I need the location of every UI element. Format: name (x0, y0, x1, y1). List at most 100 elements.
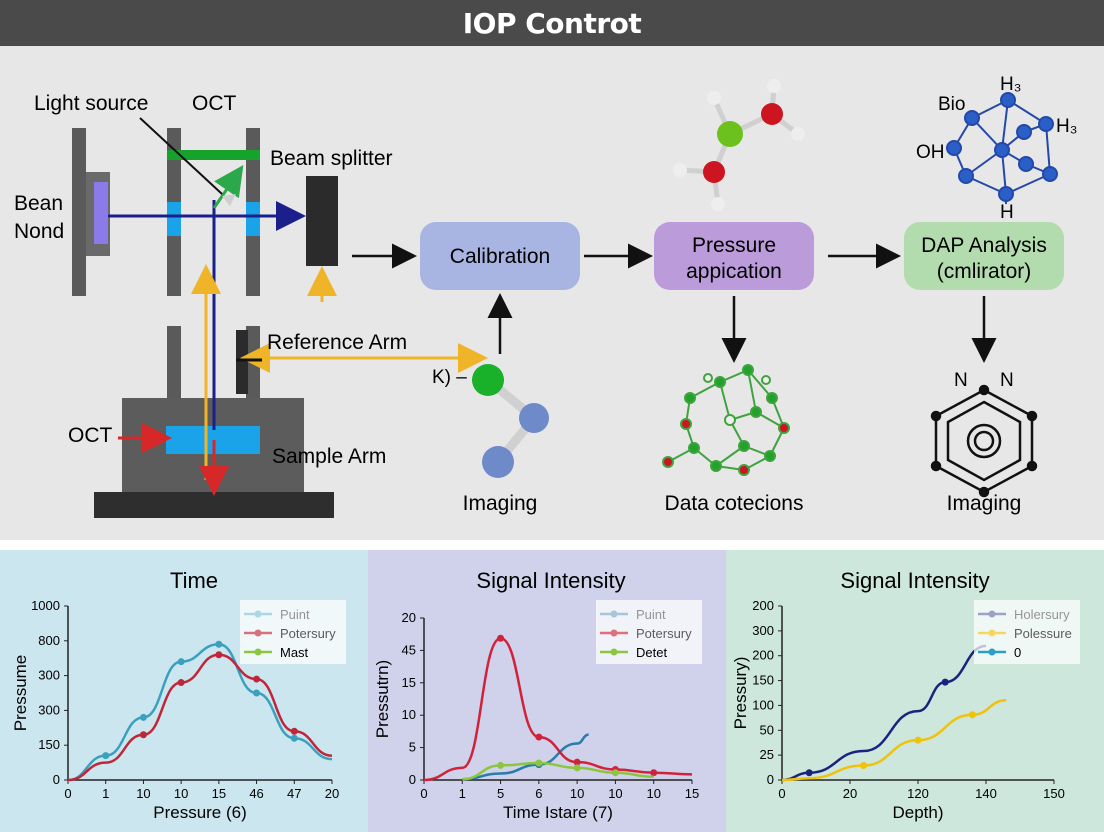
label-bean: Bean (14, 192, 63, 215)
reference-mirror (236, 330, 248, 394)
caption-imaging-right: Imaging (947, 492, 1022, 515)
mol-label-n-right: N (1000, 370, 1014, 391)
label-beam-splitter: Beam splitter (270, 147, 393, 170)
series-line (67, 653, 333, 782)
y-tick-label: 15 (402, 675, 416, 690)
x-tick-label: 10 (174, 786, 188, 801)
mol-label-h: H (1000, 202, 1014, 223)
detector-block (306, 176, 338, 266)
series-line (462, 761, 654, 781)
y-tick-label: 100 (752, 697, 774, 712)
data-point (497, 761, 505, 769)
caption-imaging-left: Imaging (463, 492, 538, 515)
x-tick-label: 150 (1043, 786, 1065, 801)
pressure-label-line2: appication (686, 260, 782, 283)
data-point (611, 769, 619, 777)
data-point (253, 689, 261, 697)
legend-label: Polessure (1014, 626, 1072, 641)
legend-marker (254, 610, 262, 618)
y-tick-label: 0 (53, 772, 60, 787)
data-point (253, 675, 261, 683)
data-point (290, 727, 298, 735)
y-tick-label: 150 (752, 673, 774, 688)
dap-label-line1: DAP Analysis (921, 234, 1047, 257)
x-tick-label: 5 (497, 786, 504, 801)
legend-marker (610, 648, 618, 656)
x-axis-label: Pressure (6) (153, 803, 247, 822)
data-point (177, 658, 185, 666)
label-sample-arm: Sample Arm (272, 445, 386, 468)
y-tick-label: 300 (752, 623, 774, 638)
label-oct-top: OCT (192, 92, 237, 115)
y-tick-label: 50 (760, 722, 774, 737)
calibration-box (420, 222, 580, 290)
x-tick-label: 46 (249, 786, 263, 801)
data-point (215, 640, 223, 648)
x-tick-label: 1 (459, 786, 466, 801)
data-point (650, 769, 658, 777)
legend-marker (988, 610, 996, 618)
data-point (215, 651, 223, 659)
y-tick-label: 300 (38, 702, 60, 717)
legend-marker (988, 648, 996, 656)
pressure-label-line1: Pressure (692, 234, 776, 257)
x-tick-label: 10 (608, 786, 622, 801)
y-tick-label: 25 (760, 747, 774, 762)
x-tick-label: 140 (975, 786, 997, 801)
legend-label: Holersury (1014, 607, 1070, 622)
beam-splitter-bar (167, 150, 260, 160)
data-point (941, 678, 949, 686)
x-tick-label: 0 (420, 786, 427, 801)
data-point (177, 679, 185, 687)
legend-marker (254, 629, 262, 637)
legend-marker (610, 629, 618, 637)
legend-label: Potersury (280, 626, 336, 641)
series-line (67, 643, 333, 782)
y-tick-label: 0 (409, 772, 416, 787)
legend-label: Puint (280, 607, 310, 622)
x-axis-label: Time Istare (7) (503, 803, 613, 822)
light-emitter (94, 182, 108, 244)
x-tick-label: 0 (778, 786, 785, 801)
legend-label: Detet (636, 645, 667, 660)
label-ko: K) – (432, 367, 467, 388)
label-reference-arm: Reference Arm (267, 331, 407, 354)
mol-label-h3-right: H₃ (1056, 116, 1077, 137)
x-tick-label: 10 (136, 786, 150, 801)
y-tick-label: 5 (409, 740, 416, 755)
pressure-application-box (654, 222, 814, 290)
x-tick-label: 20 (325, 786, 339, 801)
data-point (535, 759, 543, 767)
legend-label: Puint (636, 607, 666, 622)
x-tick-label: 15 (212, 786, 226, 801)
data-point (914, 736, 922, 744)
cage-molecule-icon (946, 92, 1058, 204)
data-point (139, 731, 147, 739)
data-point (535, 733, 543, 741)
data-point (573, 758, 581, 766)
y-tick-label: 800 (38, 633, 60, 648)
y-tick-label: 0 (767, 772, 774, 787)
data-point (573, 764, 581, 772)
legend-marker (610, 610, 618, 618)
data-point (497, 634, 505, 642)
legend-marker (254, 648, 262, 656)
oct-apparatus (72, 117, 488, 518)
label-oct-left: OCT (68, 424, 113, 447)
page-title: IOP Controt (0, 0, 1104, 46)
y-tick-label: 45 (402, 642, 416, 657)
cluster-molecule-icon (662, 364, 790, 476)
x-tick-label: 15 (685, 786, 699, 801)
mol-label-h3-top: H₃ (1000, 74, 1021, 95)
y-tick-label: 200 (752, 648, 774, 663)
x-tick-label: 10 (646, 786, 660, 801)
chart-title: Signal Intensity (840, 568, 989, 593)
x-tick-label: 47 (287, 786, 301, 801)
legend-label: Potersury (636, 626, 692, 641)
legend-marker (988, 629, 996, 637)
